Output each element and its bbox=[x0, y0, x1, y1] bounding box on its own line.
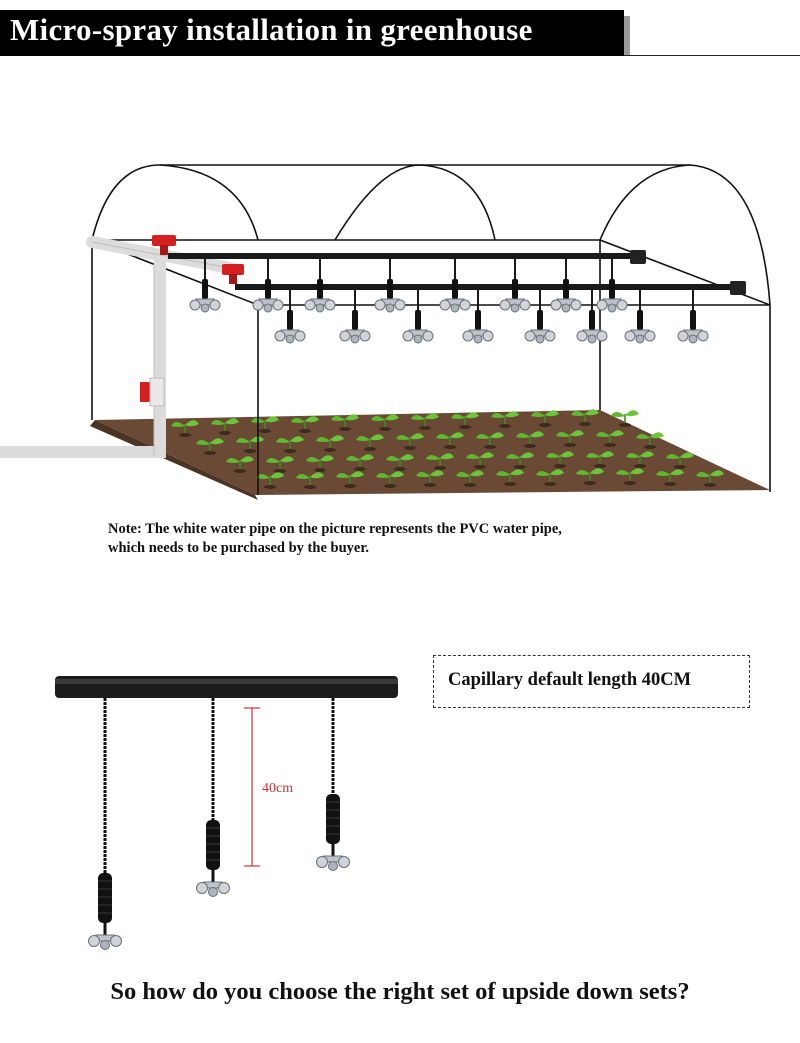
capillary-callout: Capillary default length 40CM bbox=[433, 655, 750, 708]
title-banner: Micro-spray installation in greenhouse bbox=[0, 10, 630, 56]
greenhouse-frame bbox=[91, 164, 771, 495]
note-line-2: which needs to be purchased by the buyer… bbox=[108, 540, 370, 556]
lower-nozzle-row bbox=[275, 290, 708, 343]
title-shadow bbox=[624, 16, 630, 56]
dimension-label: 40cm bbox=[262, 781, 293, 796]
capillary-label: Capillary default length 40CM bbox=[448, 670, 692, 690]
buyer-note: Note: The white water pipe on the pictur… bbox=[108, 520, 562, 558]
greenhouse-illustration bbox=[0, 164, 771, 500]
capillary-tube-long bbox=[88, 698, 122, 950]
valve-icon bbox=[140, 377, 165, 407]
valve-icon bbox=[222, 264, 244, 284]
title-divider bbox=[624, 55, 800, 56]
valve-icon bbox=[152, 235, 176, 255]
capillary-tube-short bbox=[316, 698, 350, 871]
closing-question: So how do you choose the right set of up… bbox=[110, 978, 690, 1005]
dimension-marker bbox=[244, 707, 260, 867]
capillary-tube-medium bbox=[196, 698, 230, 897]
note-line-1: Note: The white water pipe on the pictur… bbox=[108, 521, 562, 537]
page-title: Micro-spray installation in greenhouse bbox=[10, 12, 533, 47]
capillary-detail-diagram: 40cm bbox=[55, 676, 398, 950]
